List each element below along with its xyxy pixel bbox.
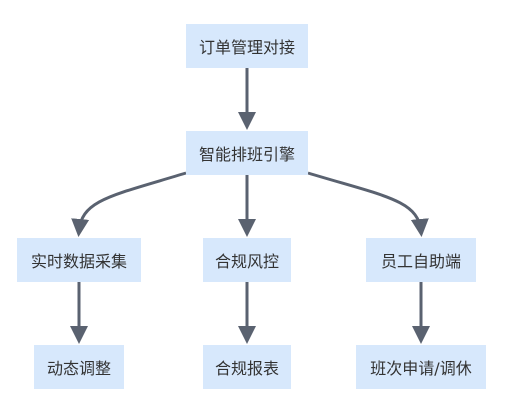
node-realtime-data: 实时数据采集: [17, 238, 141, 282]
node-order-management: 订单管理对接: [186, 24, 308, 68]
edge-engine-to-realtime: [71, 171, 187, 237]
node-compliance-risk: 合规风控: [203, 238, 291, 282]
node-employee-self-service: 员工自助端: [366, 238, 476, 282]
node-scheduling-engine: 智能排班引擎: [186, 131, 308, 175]
node-compliance-report: 合规报表: [203, 345, 291, 389]
edge-engine-to-selfservice: [307, 171, 429, 237]
node-dynamic-adjustment: 动态调整: [34, 345, 124, 389]
node-shift-request: 班次申请/调休: [356, 345, 486, 389]
